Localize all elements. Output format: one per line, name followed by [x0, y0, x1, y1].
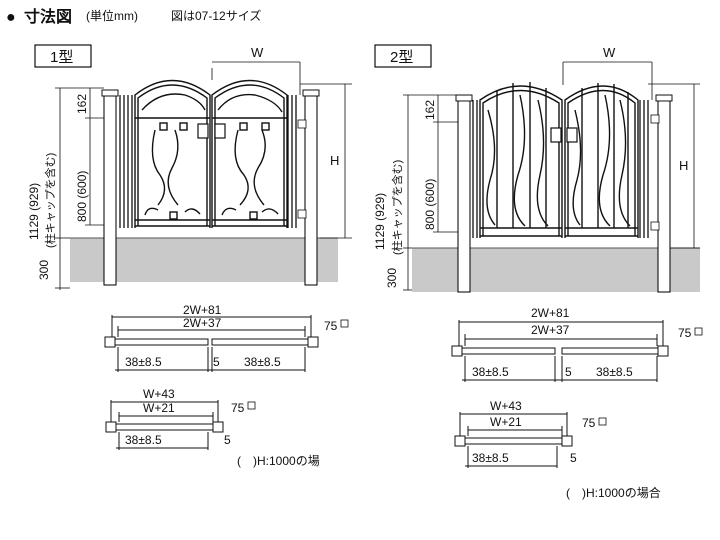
- type1-door-right: [211, 79, 288, 228]
- type2-footnote: ( )H:1000の場合: [566, 485, 661, 500]
- type2-plan-single: [454, 412, 573, 468]
- type2-plan-double-center-gap: 5: [565, 365, 572, 379]
- type1-height-label: H: [330, 153, 339, 168]
- type2-hinge-bars-right: [639, 100, 649, 238]
- type1-dim-vertical: [55, 87, 104, 290]
- type2-dim-h: [648, 83, 700, 249]
- type1-dim-body: 800 (600): [75, 171, 89, 222]
- type1-post-left: [101, 89, 119, 286]
- type1-footnote: ( )H:1000の場: [237, 454, 320, 468]
- type1-plan-double-post: 75: [324, 319, 338, 333]
- type1-plan-single-post: 75: [231, 401, 245, 415]
- type1-plan-single-outer: W+43: [143, 387, 175, 401]
- header-bullet: ●: [6, 9, 16, 26]
- type1-plan-double: [104, 315, 319, 372]
- type2-dim-w: [562, 61, 653, 100]
- type2-label: 2型: [390, 49, 413, 66]
- type1-hinge-bars-right: [287, 95, 297, 228]
- type1-plan-double-left-gap: 38±8.5: [125, 355, 162, 369]
- unit-note: (単位mm): [86, 8, 138, 23]
- type2-dim-ground: 300: [385, 268, 399, 288]
- type1-plan-single-center-gap: 5: [224, 433, 231, 447]
- type1-dim-total-note: (柱キャップを含む): [43, 153, 57, 248]
- type2-dim-body: 800 (600): [423, 179, 437, 230]
- type2-plan-single-inner: W+21: [490, 415, 522, 429]
- type2-dim-total: 1129 (929): [373, 193, 387, 250]
- type1-plan-double-inner: 2W+37: [183, 316, 222, 330]
- type1-plan-single-left-gap: 38±8.5: [125, 433, 162, 447]
- type2-plan-double: [451, 320, 669, 382]
- type1-dim-total: 1129 (929): [27, 183, 41, 240]
- type1-plan-double-outer: 2W+81: [183, 303, 222, 317]
- type2-post-left: [455, 94, 473, 293]
- page-header: ● 寸法図 (単位mm) 図は07-12サイズ: [6, 7, 261, 26]
- type2-ground: [412, 248, 700, 292]
- type2-plan-double-left-gap: 38±8.5: [472, 365, 509, 379]
- type2-height-label: H: [679, 158, 688, 173]
- type2-plan-single-center-gap: 5: [570, 451, 577, 465]
- type2-plan-single-outer: W+43: [490, 399, 522, 413]
- page-title: 寸法図: [24, 7, 72, 26]
- type1-dim-ground: 300: [37, 260, 51, 280]
- type1-label-box: [34, 44, 92, 68]
- type1-door-left: [134, 79, 211, 228]
- type1-dim-h: [300, 83, 352, 239]
- type1-plan-double-right-gap: 38±8.5: [244, 355, 281, 369]
- type2-plan-double-outer: 2W+81: [531, 306, 570, 320]
- type2-width-label: W: [603, 45, 616, 60]
- type1-dim-w: [211, 61, 301, 95]
- type2-plan-single-post: 75: [582, 416, 596, 430]
- type2-dim-top: 162: [423, 100, 437, 120]
- type1-section: 1型: [27, 44, 352, 468]
- type1-dim-top: 162: [75, 94, 89, 114]
- type1-plan-double-center-gap: 5: [213, 355, 220, 369]
- type2-plan-double-inner: 2W+37: [531, 323, 570, 337]
- type2-hinge-bars-left: [472, 100, 478, 238]
- model-note: 図は07-12サイズ: [171, 8, 261, 23]
- type1-width-label: W: [251, 45, 264, 60]
- type1-label: 1型: [50, 49, 73, 66]
- type2-plan-double-right-gap: 38±8.5: [596, 365, 633, 379]
- type1-plan-single-inner: W+21: [143, 401, 175, 415]
- type2-dim-vertical: [403, 94, 458, 291]
- type2-dim-total-note: (柱キャップを含む): [390, 160, 404, 255]
- type2-latch: [550, 127, 578, 143]
- type2-plan-double-post: 75: [678, 326, 692, 340]
- type1-latch: [197, 123, 226, 139]
- type1-hinge-bars-left: [119, 95, 133, 228]
- type1-post-right: [297, 89, 320, 286]
- type2-door-left: [479, 82, 563, 238]
- type2-plan-single-left-gap: 38±8.5: [472, 451, 509, 465]
- type2-section: 2型: [373, 44, 703, 500]
- type2-door-right: [564, 83, 639, 238]
- type2-post-right: [650, 94, 673, 293]
- type1-plan-single: [105, 400, 224, 450]
- type2-label-box: [374, 44, 432, 68]
